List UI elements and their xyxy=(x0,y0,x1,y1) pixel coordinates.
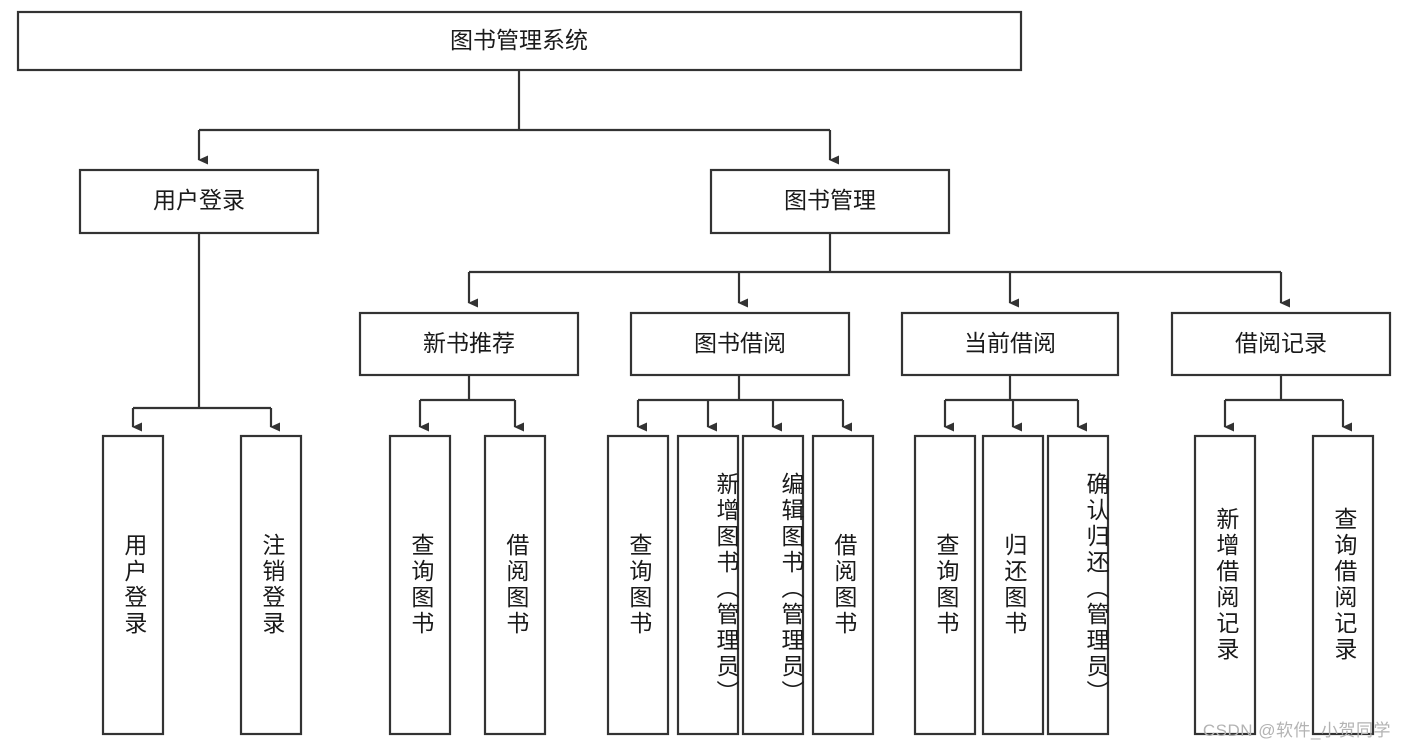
node-current-borrow-label: 当前借阅 xyxy=(964,330,1056,356)
leaf-box-query-book-2[interactable] xyxy=(606,434,670,736)
leaf-box-query-book-1[interactable] xyxy=(388,434,452,736)
connector-current-borrow-to-leaves xyxy=(943,375,1087,432)
leaf-box-borrow-book-2[interactable] xyxy=(811,434,875,736)
connector-book-borrow-to-leaves xyxy=(636,375,852,432)
node-root[interactable]: 图书管理系统 xyxy=(16,10,1023,72)
leaf-box-user-logout[interactable] xyxy=(239,434,303,736)
node-root-label: 图书管理系统 xyxy=(450,27,588,53)
leaf-box-query-record[interactable] xyxy=(1311,434,1375,736)
node-book-borrow[interactable]: 图书借阅 xyxy=(629,311,851,377)
leaf-box-user-login[interactable] xyxy=(101,434,165,736)
leaf-box-edit-book[interactable] xyxy=(741,434,805,736)
node-book-management-label: 图书管理 xyxy=(784,187,876,213)
node-book-borrow-label: 图书借阅 xyxy=(694,330,786,356)
node-book-management[interactable]: 图书管理 xyxy=(709,168,951,235)
csdn-watermark: CSDN @软件_小贺同学 xyxy=(1202,721,1391,740)
connector-book-management-to-level2 xyxy=(467,233,1290,308)
leaf-box-borrow-book-1[interactable] xyxy=(483,434,547,736)
connector-user-login-to-leaves xyxy=(131,233,280,432)
connector-borrow-record-to-leaves xyxy=(1223,375,1352,432)
node-new-book-recommend[interactable]: 新书推荐 xyxy=(358,311,580,377)
connector-new-book-recommend-to-leaves xyxy=(418,375,524,432)
node-new-book-recommend-label: 新书推荐 xyxy=(423,330,515,356)
leaf-box-add-book[interactable] xyxy=(676,434,740,736)
leaf-box-return-book[interactable] xyxy=(981,434,1045,736)
leaf-box-query-book-3[interactable] xyxy=(913,434,977,736)
node-user-login-label: 用户登录 xyxy=(153,187,245,213)
node-user-login[interactable]: 用户登录 xyxy=(78,168,320,235)
node-current-borrow[interactable]: 当前借阅 xyxy=(900,311,1120,377)
node-borrow-record-label: 借阅记录 xyxy=(1235,330,1327,356)
leaf-box-add-record[interactable] xyxy=(1193,434,1257,736)
leaf-box-confirm-return[interactable] xyxy=(1046,434,1110,736)
connector-root-to-level1 xyxy=(197,70,839,165)
node-borrow-record[interactable]: 借阅记录 xyxy=(1170,311,1392,377)
